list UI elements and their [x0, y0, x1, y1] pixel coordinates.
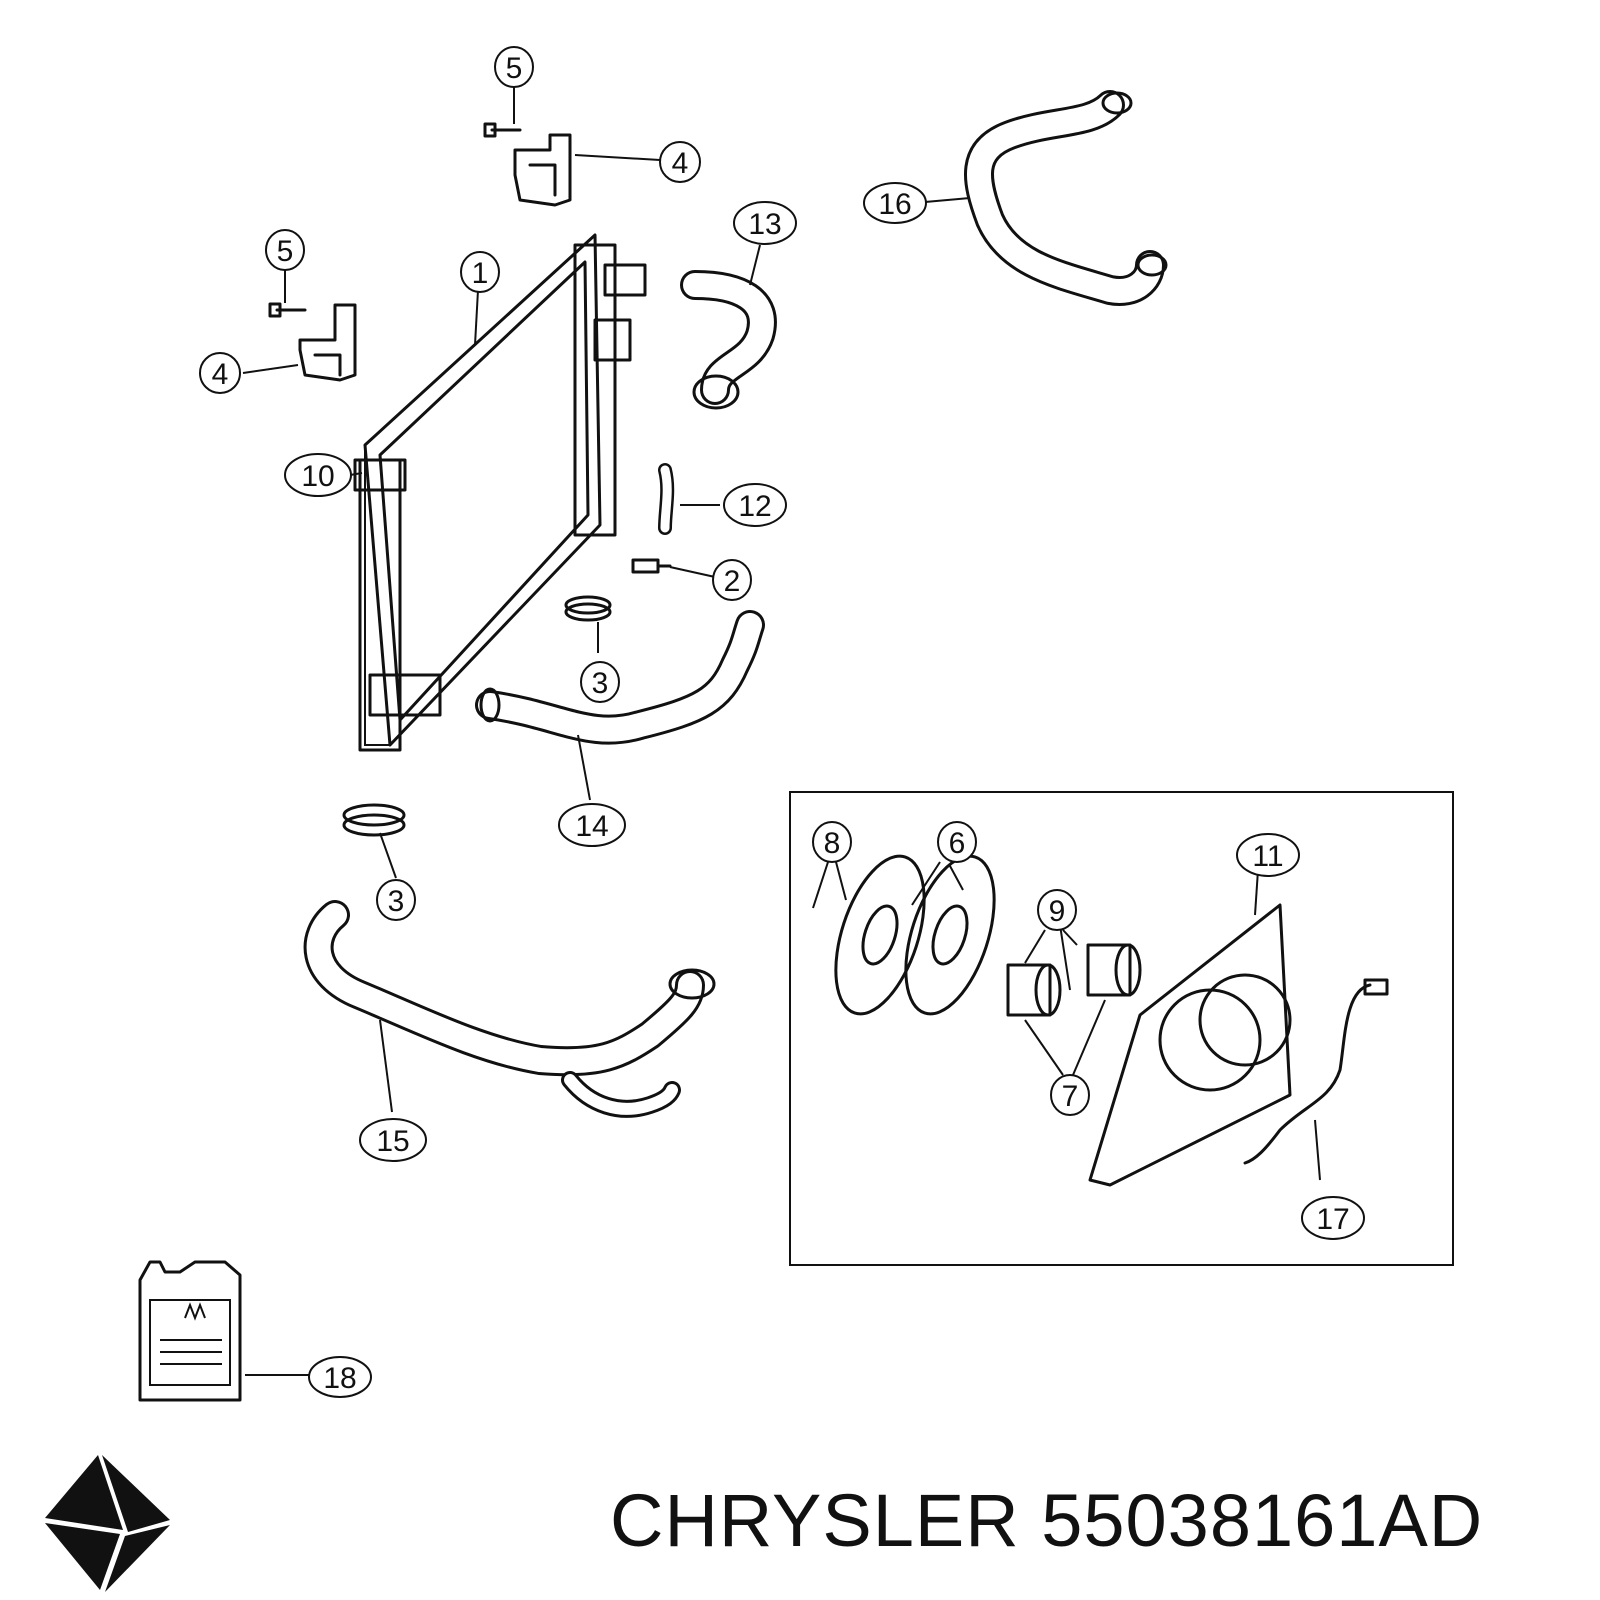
upper-hose-13	[680, 270, 777, 410]
callout-4-top: 4	[659, 141, 701, 183]
wiring-harness-17	[1243, 978, 1389, 1165]
fan-shroud-11	[1088, 903, 1292, 1187]
lower-bracket	[298, 303, 357, 382]
chrysler-star-logo	[45, 1455, 170, 1592]
drain-plug-2	[631, 558, 672, 574]
fan-blade-right	[904, 854, 996, 1016]
upper-isolator-3	[564, 595, 612, 622]
svg-text:9: 9	[1049, 895, 1066, 928]
callout-17: 17	[1301, 1196, 1365, 1240]
callout-5-left: 5	[265, 229, 305, 271]
svg-text:5: 5	[277, 235, 294, 268]
callout-5-top: 5	[494, 46, 534, 88]
callout-3-upper: 3	[580, 661, 620, 703]
callout-8: 8	[812, 821, 852, 863]
svg-text:10: 10	[301, 460, 334, 493]
callout-11: 11	[1236, 833, 1300, 877]
callout-3-lower: 3	[376, 879, 416, 921]
callout-14: 14	[558, 803, 626, 847]
callout-18: 18	[308, 1356, 372, 1398]
lower-isolator-3	[342, 803, 406, 837]
svg-text:7: 7	[1062, 1080, 1079, 1113]
svg-text:12: 12	[738, 490, 771, 523]
svg-text:18: 18	[323, 1362, 356, 1395]
fan-module-detail-box	[789, 791, 1454, 1266]
svg-text:15: 15	[376, 1125, 409, 1158]
callout-4-left: 4	[199, 352, 241, 394]
svg-text:13: 13	[748, 208, 781, 241]
svg-text:17: 17	[1316, 1203, 1349, 1236]
fan-motor-left	[1006, 963, 1062, 1017]
callout-16: 16	[863, 182, 927, 224]
fan-blade-left	[834, 854, 926, 1016]
coolant-jug-18	[138, 1260, 242, 1402]
hose-16	[964, 90, 1168, 306]
callout-2: 2	[712, 559, 752, 601]
radiator	[353, 233, 647, 752]
upper-bracket	[513, 133, 572, 207]
svg-text:16: 16	[878, 188, 911, 221]
leader-lines	[242, 85, 1321, 1376]
callout-7: 7	[1050, 1074, 1090, 1116]
callout-15: 15	[359, 1118, 427, 1162]
fan-motor-right	[1086, 943, 1142, 997]
callout-13: 13	[733, 201, 797, 245]
lower-hose-14	[475, 610, 765, 745]
svg-text:4: 4	[212, 358, 229, 391]
svg-text:4: 4	[672, 147, 689, 180]
svg-text:8: 8	[824, 827, 841, 860]
callout-6: 6	[937, 821, 977, 863]
hose-assembly-15	[303, 900, 716, 1118]
svg-text:3: 3	[592, 667, 609, 700]
callout-10: 10	[284, 453, 352, 497]
svg-text:5: 5	[506, 52, 523, 85]
callout-1: 1	[460, 251, 500, 293]
svg-text:11: 11	[1252, 840, 1283, 873]
brand-title: CHRYSLER 55038161AD	[610, 1479, 1484, 1562]
svg-text:2: 2	[724, 565, 741, 598]
svg-text:3: 3	[388, 885, 405, 918]
svg-text:6: 6	[949, 827, 966, 860]
small-hose-12	[658, 463, 675, 535]
upper-bolt	[483, 122, 522, 138]
svg-text:14: 14	[575, 810, 608, 843]
callout-9: 9	[1037, 889, 1077, 931]
svg-text:1: 1	[472, 257, 489, 290]
lower-bolt	[268, 302, 307, 318]
callout-12: 12	[723, 483, 787, 527]
